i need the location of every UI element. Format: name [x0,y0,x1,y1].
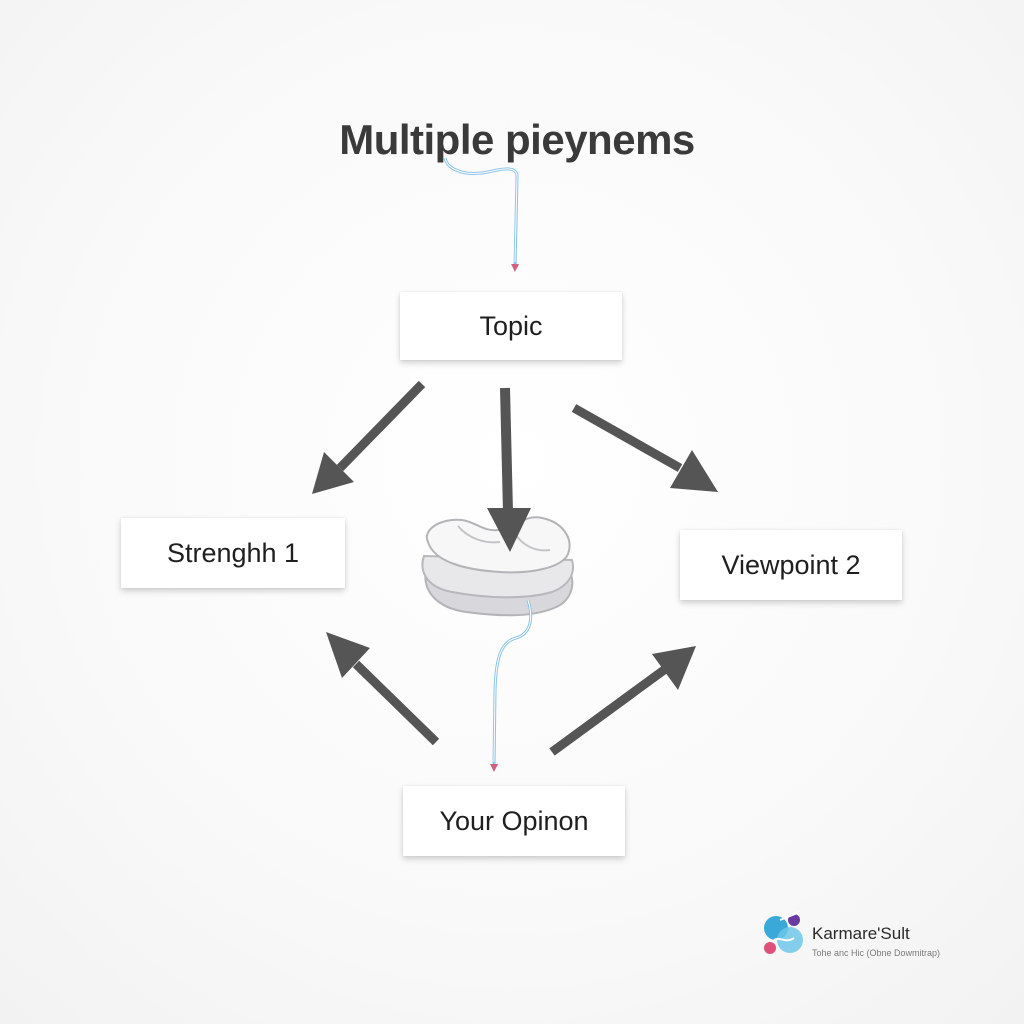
arrow-topic-to-strength [336,380,426,472]
arrow-opinion-to-strength-head [326,632,370,678]
thick-arrows [312,380,718,756]
arrow-topic-to-strength-head [312,452,354,494]
node-topic-label: Topic [479,310,543,341]
node-viewpoint: Viewpoint 2 [680,530,902,600]
center-to-opinion-connector [490,599,533,772]
brand-tagline: Tohe anc Hic (Obne Dowmitrap) [812,948,941,958]
arrow-opinion-to-viewpoint-head [652,646,696,690]
arrow-opinion-to-viewpoint [549,666,667,756]
title-to-topic-connector [443,157,520,272]
brand-name: Karmare'Sult [812,924,910,943]
node-strength: Strenghh 1 [121,518,345,588]
node-viewpoint-label: Viewpoint 2 [721,549,861,580]
arrow-topic-to-viewpoint-head [670,450,718,492]
title-to-topic-connector-inner [444,157,518,263]
node-opinion: Your Opinon [403,786,625,856]
arrow-opinion-to-strength [352,660,440,746]
arrow-topic-to-viewpoint [571,404,683,472]
arrow-topic-to-center-head [487,508,531,552]
center-to-opinion-connector-inner [493,599,532,763]
node-opinion-label: Your Opinon [439,805,589,836]
folded-cloth-icon [421,516,574,617]
node-strength-label: Strenghh 1 [166,537,300,568]
brand-logo-icon [764,911,803,954]
diagram-title: Multiple pieynems [339,116,695,163]
arrow-topic-to-center [500,387,513,513]
node-topic: Topic [400,292,622,360]
brand-logo: Karmare'Sult Tohe anc Hic (Obne Dowmitra… [760,908,980,968]
